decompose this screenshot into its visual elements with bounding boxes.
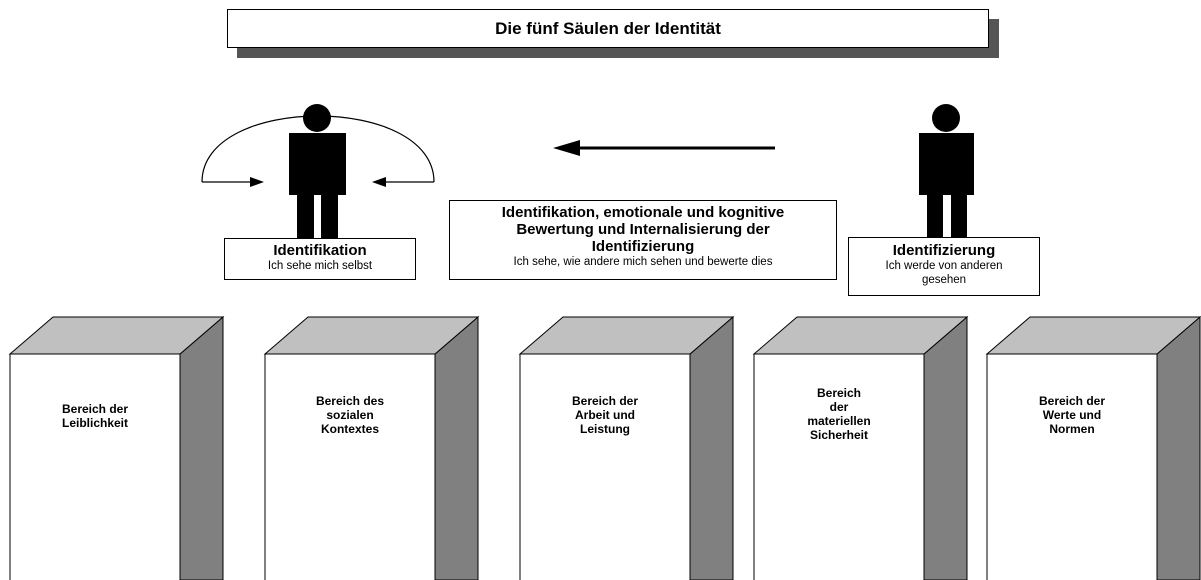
evaluation-title-line2: Bewertung und Internalisierung der [516,221,770,238]
arrow-left-icon [553,140,775,156]
arrow-right-icon [202,177,264,187]
pillar-side-face [179,315,224,580]
pillar-label-materielle-sicherheit: Bereich der materiellen Sicherheit [807,386,871,442]
pillar-side-face [923,315,968,580]
person-others-icon [919,104,974,239]
page-title: Die fünf Säulen der Identität [227,9,989,48]
pillar-materielle-sicherheit [752,315,969,580]
pillar-side-face [689,315,734,580]
identifizierung-title: Identifizierung [892,242,996,259]
pillar-label-werte-normen: Bereich der Werte und Normen [1038,394,1106,436]
pillar-leiblichkeit [8,315,225,580]
evaluation-subtitle: Ich sehe, wie andere mich sehen und bewe… [513,256,773,268]
pillar-front-face [519,353,691,580]
identifizierung-box: Identifizierung Ich werde von anderen ge… [848,237,1040,296]
pillar-front-face [9,353,181,580]
pillar-front-face [986,353,1158,580]
identifizierung-subtitle-line1: Ich werde von anderen [885,260,1003,272]
evaluation-title-line3: Identifizierung [591,238,695,255]
pillar-front-face [753,353,925,580]
self-reflection-arc [201,115,435,183]
pillar-sozialer-kontext [263,315,480,580]
pillar-side-face [434,315,479,580]
identifizierung-subtitle-line2: gesehen [921,274,967,286]
pillar-label-leiblichkeit: Bereich der Leiblichkeit [61,402,129,430]
identifikation-subtitle: Ich sehe mich selbst [267,260,373,272]
arrow-left-small-icon [372,177,434,187]
pillar-side-face [1156,315,1201,580]
pillar-front-face [264,353,436,580]
evaluation-box: Identifikation, emotionale und kognitive… [449,200,837,280]
evaluation-title-line1: Identifikation, emotionale und kognitive [501,204,785,221]
person-self-icon [289,104,346,239]
pillar-arbeit-leistung [518,315,735,580]
pillar-werte-normen [985,315,1201,580]
pillar-label-sozialer-kontext: Bereich des sozialen Kontextes [315,394,385,436]
identifikation-box: Identifikation Ich sehe mich selbst [224,238,416,280]
pillar-label-arbeit-leistung: Bereich der Arbeit und Leistung [571,394,639,436]
identifikation-title: Identifikation [273,242,367,259]
